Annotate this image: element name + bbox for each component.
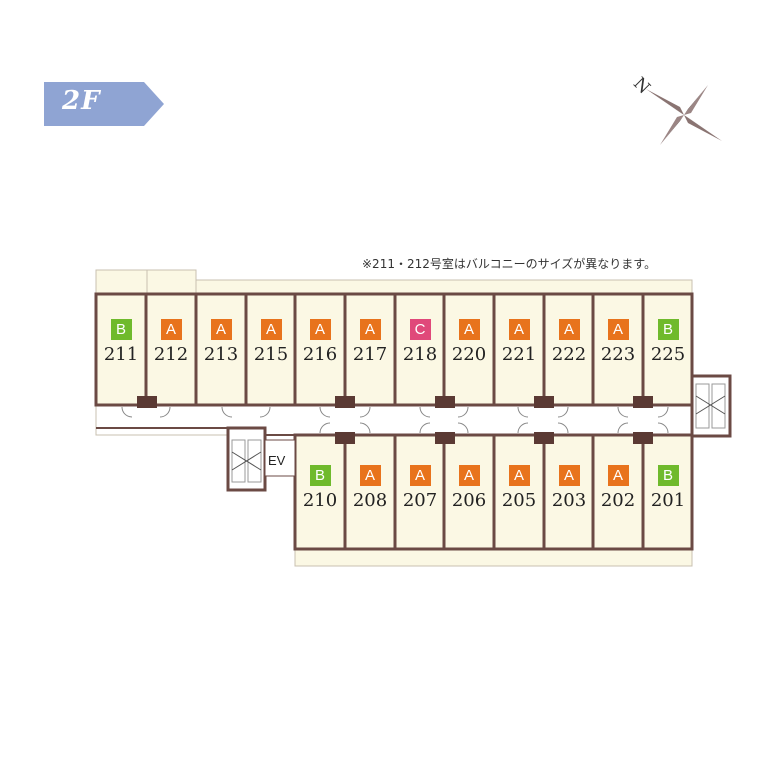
- unit-type-badge: A: [409, 465, 431, 486]
- corridor: [95, 404, 693, 436]
- unit-number: 212: [153, 344, 189, 365]
- elevator-box: [264, 439, 296, 477]
- floor-label-tag: 2F: [44, 82, 164, 126]
- unit-number: 206: [451, 490, 487, 511]
- unit-number: 220: [451, 344, 487, 365]
- unit-type-badge: A: [160, 319, 182, 340]
- unit-type-badge: A: [458, 319, 480, 340]
- unit-type-badge: A: [508, 465, 530, 486]
- unit-number: 203: [551, 490, 587, 511]
- unit-220[interactable]: A 220: [444, 310, 494, 365]
- unit-type-badge: A: [359, 319, 381, 340]
- unit-number: 210: [302, 490, 338, 511]
- unit-206[interactable]: A 206: [444, 456, 494, 511]
- unit-210[interactable]: B 210: [295, 456, 345, 511]
- unit-type-badge: B: [110, 319, 132, 340]
- unit-number: 207: [402, 490, 438, 511]
- unit-type-badge: B: [657, 465, 679, 486]
- top-balcony: [95, 269, 693, 295]
- unit-208[interactable]: A 208: [345, 456, 395, 511]
- unit-211[interactable]: B 211: [96, 310, 146, 365]
- unit-type-badge: A: [458, 465, 480, 486]
- door-swings: [121, 406, 669, 434]
- unit-215[interactable]: A 215: [246, 310, 296, 365]
- unit-type-badge: A: [359, 465, 381, 486]
- unit-218[interactable]: C 218: [395, 310, 445, 365]
- unit-203[interactable]: A 203: [544, 456, 594, 511]
- unit-207[interactable]: A 207: [395, 456, 445, 511]
- unit-type-badge: A: [607, 465, 629, 486]
- unit-number: 213: [203, 344, 239, 365]
- unit-type-badge: A: [558, 319, 580, 340]
- unit-number: 221: [501, 344, 537, 365]
- unit-number: 215: [253, 344, 289, 365]
- unit-213[interactable]: A 213: [196, 310, 246, 365]
- unit-216[interactable]: A 216: [295, 310, 345, 365]
- unit-number: 208: [352, 490, 388, 511]
- unit-number: 211: [103, 344, 139, 365]
- floor-label: 2F: [62, 86, 101, 116]
- unit-type-badge: A: [508, 319, 530, 340]
- top-room-dividers: [144, 294, 645, 405]
- unit-223[interactable]: A 223: [593, 310, 643, 365]
- unit-number: 202: [600, 490, 636, 511]
- unit-type-badge: A: [607, 319, 629, 340]
- unit-number: 218: [402, 344, 438, 365]
- unit-number: 217: [352, 344, 388, 365]
- unit-number: 201: [650, 490, 686, 511]
- bottom-room-dividers: [343, 435, 645, 549]
- right-stairwell: [690, 374, 732, 438]
- unit-205[interactable]: A 205: [494, 456, 544, 511]
- unit-number: 223: [600, 344, 636, 365]
- unit-type-badge: A: [309, 319, 331, 340]
- unit-type-badge: C: [409, 319, 431, 340]
- unit-type-badge: B: [657, 319, 679, 340]
- balcony-size-note: ※211・212号室はバルコニーのサイズが異なります。: [362, 257, 657, 271]
- unit-number: 222: [551, 344, 587, 365]
- elevator-label: EV: [268, 453, 286, 468]
- left-stairwell: [226, 426, 267, 492]
- unit-number: 205: [501, 490, 537, 511]
- unit-221[interactable]: A 221: [494, 310, 544, 365]
- unit-type-badge: A: [558, 465, 580, 486]
- unit-type-badge: A: [260, 319, 282, 340]
- unit-number: 216: [302, 344, 338, 365]
- unit-222[interactable]: A 222: [544, 310, 594, 365]
- unit-type-badge: A: [210, 319, 232, 340]
- compass-rose-icon: N: [629, 70, 730, 150]
- bottom-balcony: [294, 548, 693, 567]
- pipe-shafts: [137, 396, 653, 444]
- unit-type-badge: B: [309, 465, 331, 486]
- unit-201[interactable]: B 201: [643, 456, 693, 511]
- unit-202[interactable]: A 202: [593, 456, 643, 511]
- unit-212[interactable]: A 212: [146, 310, 196, 365]
- unit-number: 225: [650, 344, 686, 365]
- unit-217[interactable]: A 217: [345, 310, 395, 365]
- unit-225[interactable]: B 225: [643, 310, 693, 365]
